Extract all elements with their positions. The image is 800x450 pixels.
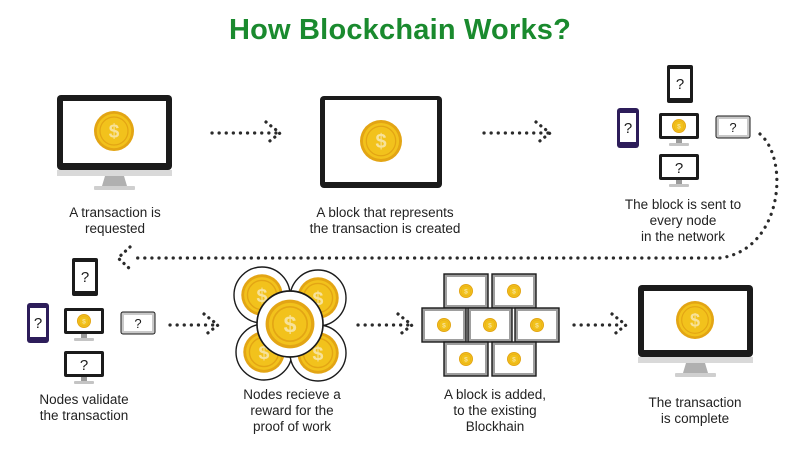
arrow-heads (115, 120, 629, 338)
step-2-tablet-coin-icon (320, 96, 442, 188)
dotted-arrows (130, 131, 779, 327)
step-7-monitor-coin-icon (638, 285, 753, 377)
step-1-monitor-coin-icon (57, 95, 172, 190)
caption-block-added: A block is added, to the existing Blockh… (443, 387, 547, 434)
step-4-network-nodes-icon (27, 258, 156, 384)
caption-block-created: A block that represents the transaction … (309, 205, 461, 236)
caption-transaction-requested: A transaction is requested (69, 205, 161, 236)
caption-nodes-validate: Nodes validate the transaction (39, 392, 129, 423)
step-6-block-grid-icon (422, 274, 559, 376)
step-5-coin-cluster-icon (234, 267, 346, 381)
step-3-network-nodes-icon (617, 65, 751, 187)
arrow-3-to-4 (130, 132, 779, 260)
caption-transaction-complete: The transaction is complete (648, 395, 742, 426)
caption-nodes-reward: Nodes recieve a reward for the proof of … (243, 387, 341, 434)
diagram-title: How Blockchain Works? (228, 14, 572, 46)
caption-block-sent: The block is sent to every node in the n… (624, 197, 742, 244)
